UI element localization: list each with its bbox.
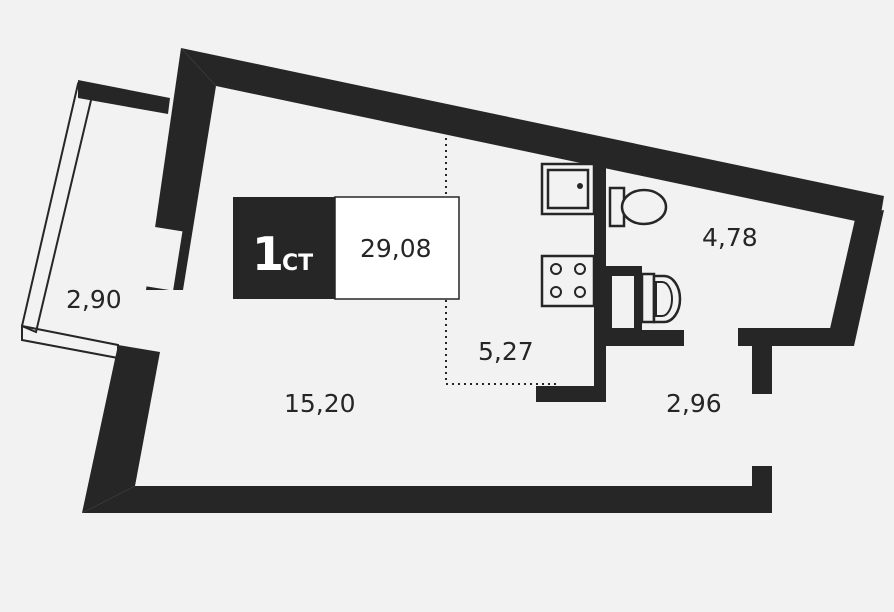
hall-wall-drop	[752, 328, 772, 394]
washbasin-bowl	[652, 274, 682, 324]
burner-icon	[550, 286, 562, 298]
apartment-badge: 1 СТ 29,08	[233, 196, 460, 300]
balcony-area-label: 2,90	[66, 285, 122, 314]
sink-drain-icon	[577, 183, 583, 189]
balcony-bottom-rail	[21, 324, 119, 360]
badge-rooms: 1	[252, 227, 284, 281]
washbasin	[640, 272, 682, 324]
burner-icon	[550, 263, 562, 275]
bathroom-lower-wall	[606, 330, 684, 346]
washbasin-inner	[655, 281, 673, 317]
stove	[540, 254, 596, 308]
kitchen-end-wall	[536, 386, 606, 402]
badge-dark-panel	[233, 197, 335, 299]
balcony-top-wall	[78, 80, 170, 114]
bottom-wall	[82, 486, 772, 513]
top-wall	[181, 48, 884, 226]
toilet-bowl	[620, 188, 668, 226]
wall-niche	[135, 225, 183, 291]
sink-inner	[546, 168, 590, 210]
shaft	[612, 276, 634, 328]
bathroom-partition	[594, 160, 606, 400]
badge-light-panel	[334, 196, 460, 300]
balcony-frame	[20, 82, 94, 334]
stove-body	[540, 254, 596, 308]
walls	[20, 48, 884, 513]
burner-icon	[574, 263, 586, 275]
sink	[540, 162, 596, 216]
right-wall	[826, 210, 884, 346]
toilet	[608, 186, 668, 228]
bottom-right-post	[752, 466, 772, 513]
room-area-label: 15,20	[284, 389, 356, 418]
hall-area-label: 2,96	[666, 389, 722, 418]
kitchen-area-label: 5,27	[478, 337, 534, 366]
badge-suffix: СТ	[282, 251, 313, 276]
washbasin-back	[640, 272, 656, 324]
burner-icon	[574, 286, 586, 298]
bathroom-area-label: 4,78	[702, 223, 758, 252]
left-lower-wall	[82, 345, 160, 513]
badge-total-area: 29,08	[360, 234, 432, 263]
